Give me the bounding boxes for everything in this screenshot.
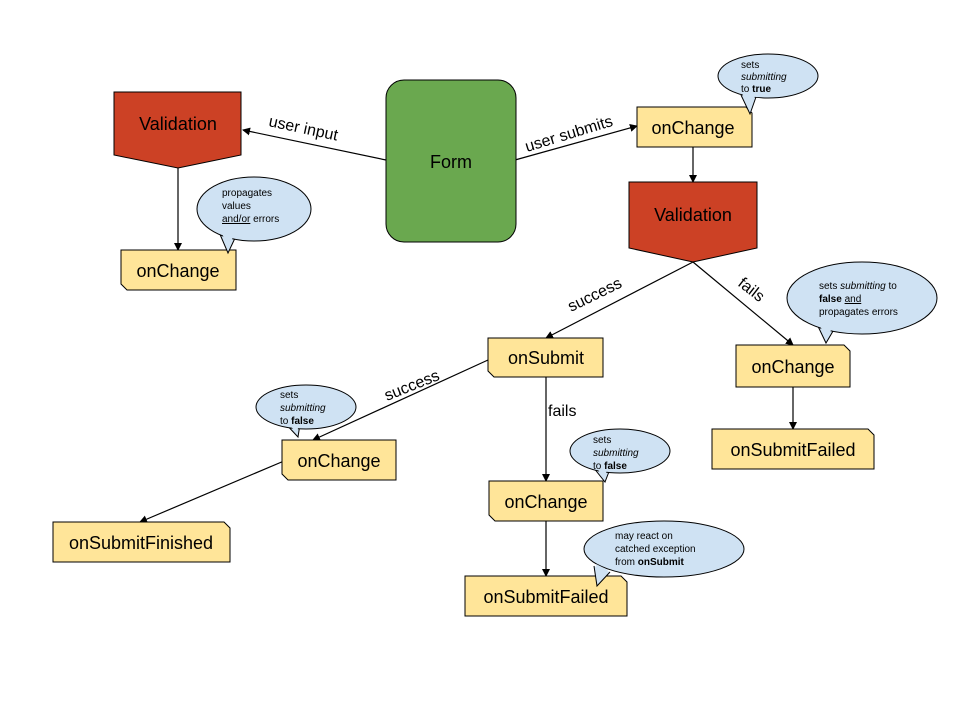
bubble-right-line-3: propagates errors <box>819 307 898 318</box>
onsubmitfailed-node-mid: onSubmitFailed <box>464 575 628 617</box>
onchange-node-left: onChange <box>120 249 237 291</box>
onsubmit-label: onSubmit <box>508 348 584 368</box>
edge-validation-to-onchange-fails <box>692 261 794 346</box>
onchange-node-fails-mid: onChange <box>488 480 604 522</box>
onchange-node-fails-right: onChange <box>735 344 851 388</box>
edge-label-user-submits: user submits <box>523 113 615 156</box>
bubble-fails-line-1: sets <box>593 435 611 446</box>
form-node: Form <box>385 79 517 243</box>
bubble-left-line-1: propagates <box>222 188 272 199</box>
onchange-top-label: onChange <box>651 118 734 138</box>
edge-validation-to-onsubmit <box>545 261 694 339</box>
edge-onchange-success-to-onsubmitfinished <box>139 460 285 523</box>
onchange-node-top: onChange <box>636 106 753 148</box>
onchange-success-label: onChange <box>297 451 380 471</box>
bubble-left-line-3: and/or errors <box>222 214 279 225</box>
onsubmit-node: onSubmit <box>487 337 604 378</box>
onchange-left-label: onChange <box>136 261 219 281</box>
onsubmitfailed-node-right: onSubmitFailed <box>711 428 875 470</box>
bubble-bottom-line-3: from onSubmit <box>615 557 685 568</box>
onsubmitfailed-mid-label: onSubmitFailed <box>483 587 608 607</box>
edge-label-success-2: success <box>382 367 442 404</box>
bubble-top-line-2: submitting <box>741 72 787 83</box>
edges <box>139 124 797 577</box>
edge-label-user-input: user input <box>267 113 340 144</box>
bubble-left-line-2: values <box>222 201 251 212</box>
bubble-success-line-1: sets <box>280 390 298 401</box>
bubble-right-line-2: false and <box>819 294 861 305</box>
bubble-bottom-line-1: may react on <box>615 531 673 542</box>
validation-node-left: Validation <box>113 91 242 169</box>
bubble-bottom-line-2: catched exception <box>615 544 696 555</box>
bubble-fails-line-3: to false <box>593 461 627 472</box>
speech-bubble-right: sets submitting to false and propagates … <box>786 261 938 345</box>
speech-bubble-fails: sets submitting to false <box>569 428 671 483</box>
onchange-fails-mid-label: onChange <box>504 492 587 512</box>
svg-text:submitting: submitting <box>741 72 787 83</box>
bubble-top-line-1: sets <box>741 60 759 71</box>
onsubmitfinished-node: onSubmitFinished <box>52 521 231 563</box>
bubble-fails-line-2: submitting <box>593 448 639 459</box>
edge-form-to-validation-left <box>242 127 387 161</box>
onsubmitfinished-label: onSubmitFinished <box>69 533 213 553</box>
form-node-label: Form <box>430 152 472 172</box>
validation-right-label: Validation <box>654 205 732 225</box>
bubble-success-line-3: to false <box>280 416 314 427</box>
onsubmitfailed-right-label: onSubmitFailed <box>730 440 855 460</box>
edge-label-success: success <box>565 275 624 316</box>
validation-node-right: Validation <box>628 181 758 263</box>
bubble-top-line-3: to true <box>741 84 771 95</box>
validation-left-label: Validation <box>139 114 217 134</box>
speech-bubble-success: sets submitting to false <box>255 384 357 439</box>
edge-form-to-onchange-top <box>514 124 638 161</box>
speech-bubble-bottom: may react on catched exception from onSu… <box>583 520 745 588</box>
edge-label-fails-2: fails <box>548 403 576 420</box>
onchange-fails-right-label: onChange <box>751 357 834 377</box>
speech-bubble-top: sets submitting to true <box>717 53 819 116</box>
edge-onsubmit-to-onchange-success <box>312 359 489 441</box>
onchange-node-success: onChange <box>281 439 397 481</box>
speech-bubble-left: propagates values and/or errors <box>196 176 312 255</box>
bubble-right-line-1: sets submitting to <box>819 281 897 292</box>
bubble-success-line-2: submitting <box>280 403 326 414</box>
svg-text:sets: sets <box>741 60 759 71</box>
